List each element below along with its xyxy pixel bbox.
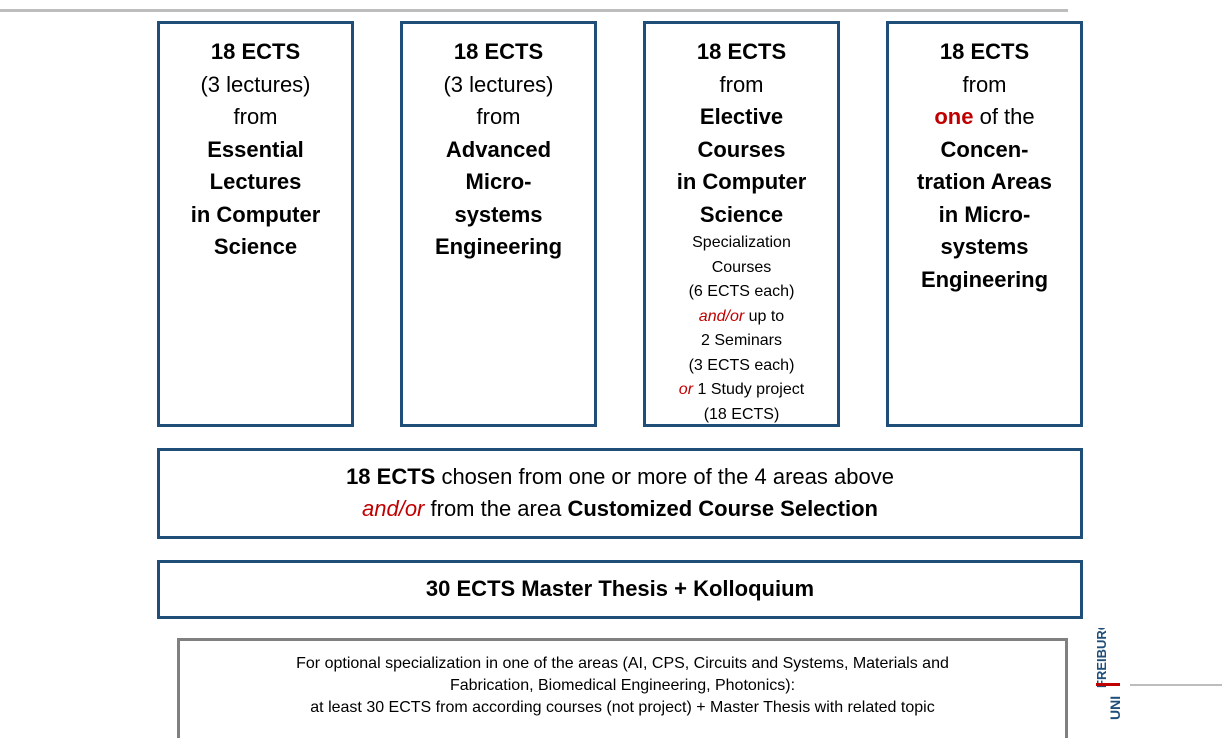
elective-detail: 2 Seminars <box>701 332 782 349</box>
and-or-emphasis: and/or <box>698 307 745 325</box>
elective-detail: or 1 Study project <box>646 378 837 403</box>
elective-detail: (3 ECTS each) <box>688 356 795 374</box>
column-area-line: systems <box>940 234 1029 259</box>
column-area-line: Courses <box>697 136 786 162</box>
column-area-line: systems <box>454 201 543 227</box>
thesis-label: 30 ECTS Master Thesis + Kolloquium <box>425 576 815 601</box>
logo-city: FREIBURG <box>1094 628 1109 688</box>
elective-detail: Specialization <box>692 234 791 251</box>
column-elective-courses: 18 ECTS from Elective Courses in Compute… <box>643 21 840 427</box>
one-emphasis: one <box>934 104 974 129</box>
column-area-line: Science <box>699 201 784 227</box>
combined-ects: 18 ECTS <box>346 464 436 489</box>
column-area-line: Engineering <box>920 266 1049 292</box>
column-ects: 18 ECTS <box>696 39 787 64</box>
combined-line-2: and/or from the area Customized Course S… <box>160 493 1080 525</box>
column-area-line: in Computer <box>676 169 807 194</box>
column-essential-lectures: 18 ECTS (3 lectures) from Essential Lect… <box>157 21 354 427</box>
column-lectures: (3 lectures) <box>443 71 554 97</box>
master-thesis-box: 30 ECTS Master Thesis + Kolloquium <box>157 560 1083 619</box>
logo-uni: UNI <box>1107 696 1123 720</box>
column-area-line: Engineering <box>434 234 563 259</box>
column-area-line: tration Areas <box>917 169 1052 194</box>
column-from: from <box>476 104 521 129</box>
column-area-line: Micro- <box>465 169 532 194</box>
column-from: from <box>962 71 1007 97</box>
column-area-line: Essential <box>207 136 304 162</box>
uni-freiburg-logo: FREIBURG UNI <box>1094 628 1123 720</box>
and-or-emphasis: and/or <box>362 496 425 521</box>
logo-red-bar <box>1096 683 1120 686</box>
column-area-line: Advanced <box>445 136 552 162</box>
column-one-of-the: one of the <box>889 101 1080 134</box>
column-concentration-areas: 18 ECTS from one of the Concen- tration … <box>886 21 1083 427</box>
column-from: from <box>719 71 764 97</box>
column-area-line: Concen- <box>940 136 1029 162</box>
or-emphasis: or <box>678 381 694 398</box>
column-from: from <box>233 104 278 129</box>
elective-detail: Courses <box>711 258 772 276</box>
customized-course-selection: Customized Course Selection <box>567 496 878 521</box>
note-line: For optional specialization in one of th… <box>296 655 949 672</box>
column-area-line: in Micro- <box>938 201 1031 227</box>
column-text: of the <box>973 104 1035 129</box>
elective-detail: (18 ECTS) <box>703 405 780 423</box>
top-rule <box>0 9 1068 12</box>
combined-line-1: 18 ECTS chosen from one or more of the 4… <box>160 461 1080 493</box>
specialization-note: For optional specialization in one of th… <box>177 638 1068 738</box>
elective-detail: and/or up to <box>646 305 837 330</box>
column-area-line: Lectures <box>209 169 302 194</box>
column-advanced-microsystems: 18 ECTS (3 lectures) from Advanced Micro… <box>400 21 597 427</box>
logo-rule <box>1130 684 1222 686</box>
column-ects: 18 ECTS <box>939 39 1030 64</box>
combined-text: from the area <box>424 496 568 521</box>
combined-selection-box: 18 ECTS chosen from one or more of the 4… <box>157 448 1083 539</box>
combined-text: chosen from one or more of the 4 areas a… <box>435 464 894 489</box>
detail-text: up to <box>744 307 785 325</box>
column-ects: 18 ECTS <box>453 39 544 64</box>
detail-text: 1 Study project <box>693 381 805 398</box>
column-area-line: in Computer <box>190 201 321 227</box>
note-line: Fabrication, Biomedical Engineering, Pho… <box>449 677 796 694</box>
column-area-line: Elective <box>699 104 784 129</box>
column-lectures: (3 lectures) <box>200 71 311 97</box>
column-area-line: Science <box>213 234 298 259</box>
note-line: at least 30 ECTS from according courses … <box>310 699 935 716</box>
column-ects: 18 ECTS <box>210 39 301 64</box>
elective-detail: (6 ECTS each) <box>688 283 795 300</box>
